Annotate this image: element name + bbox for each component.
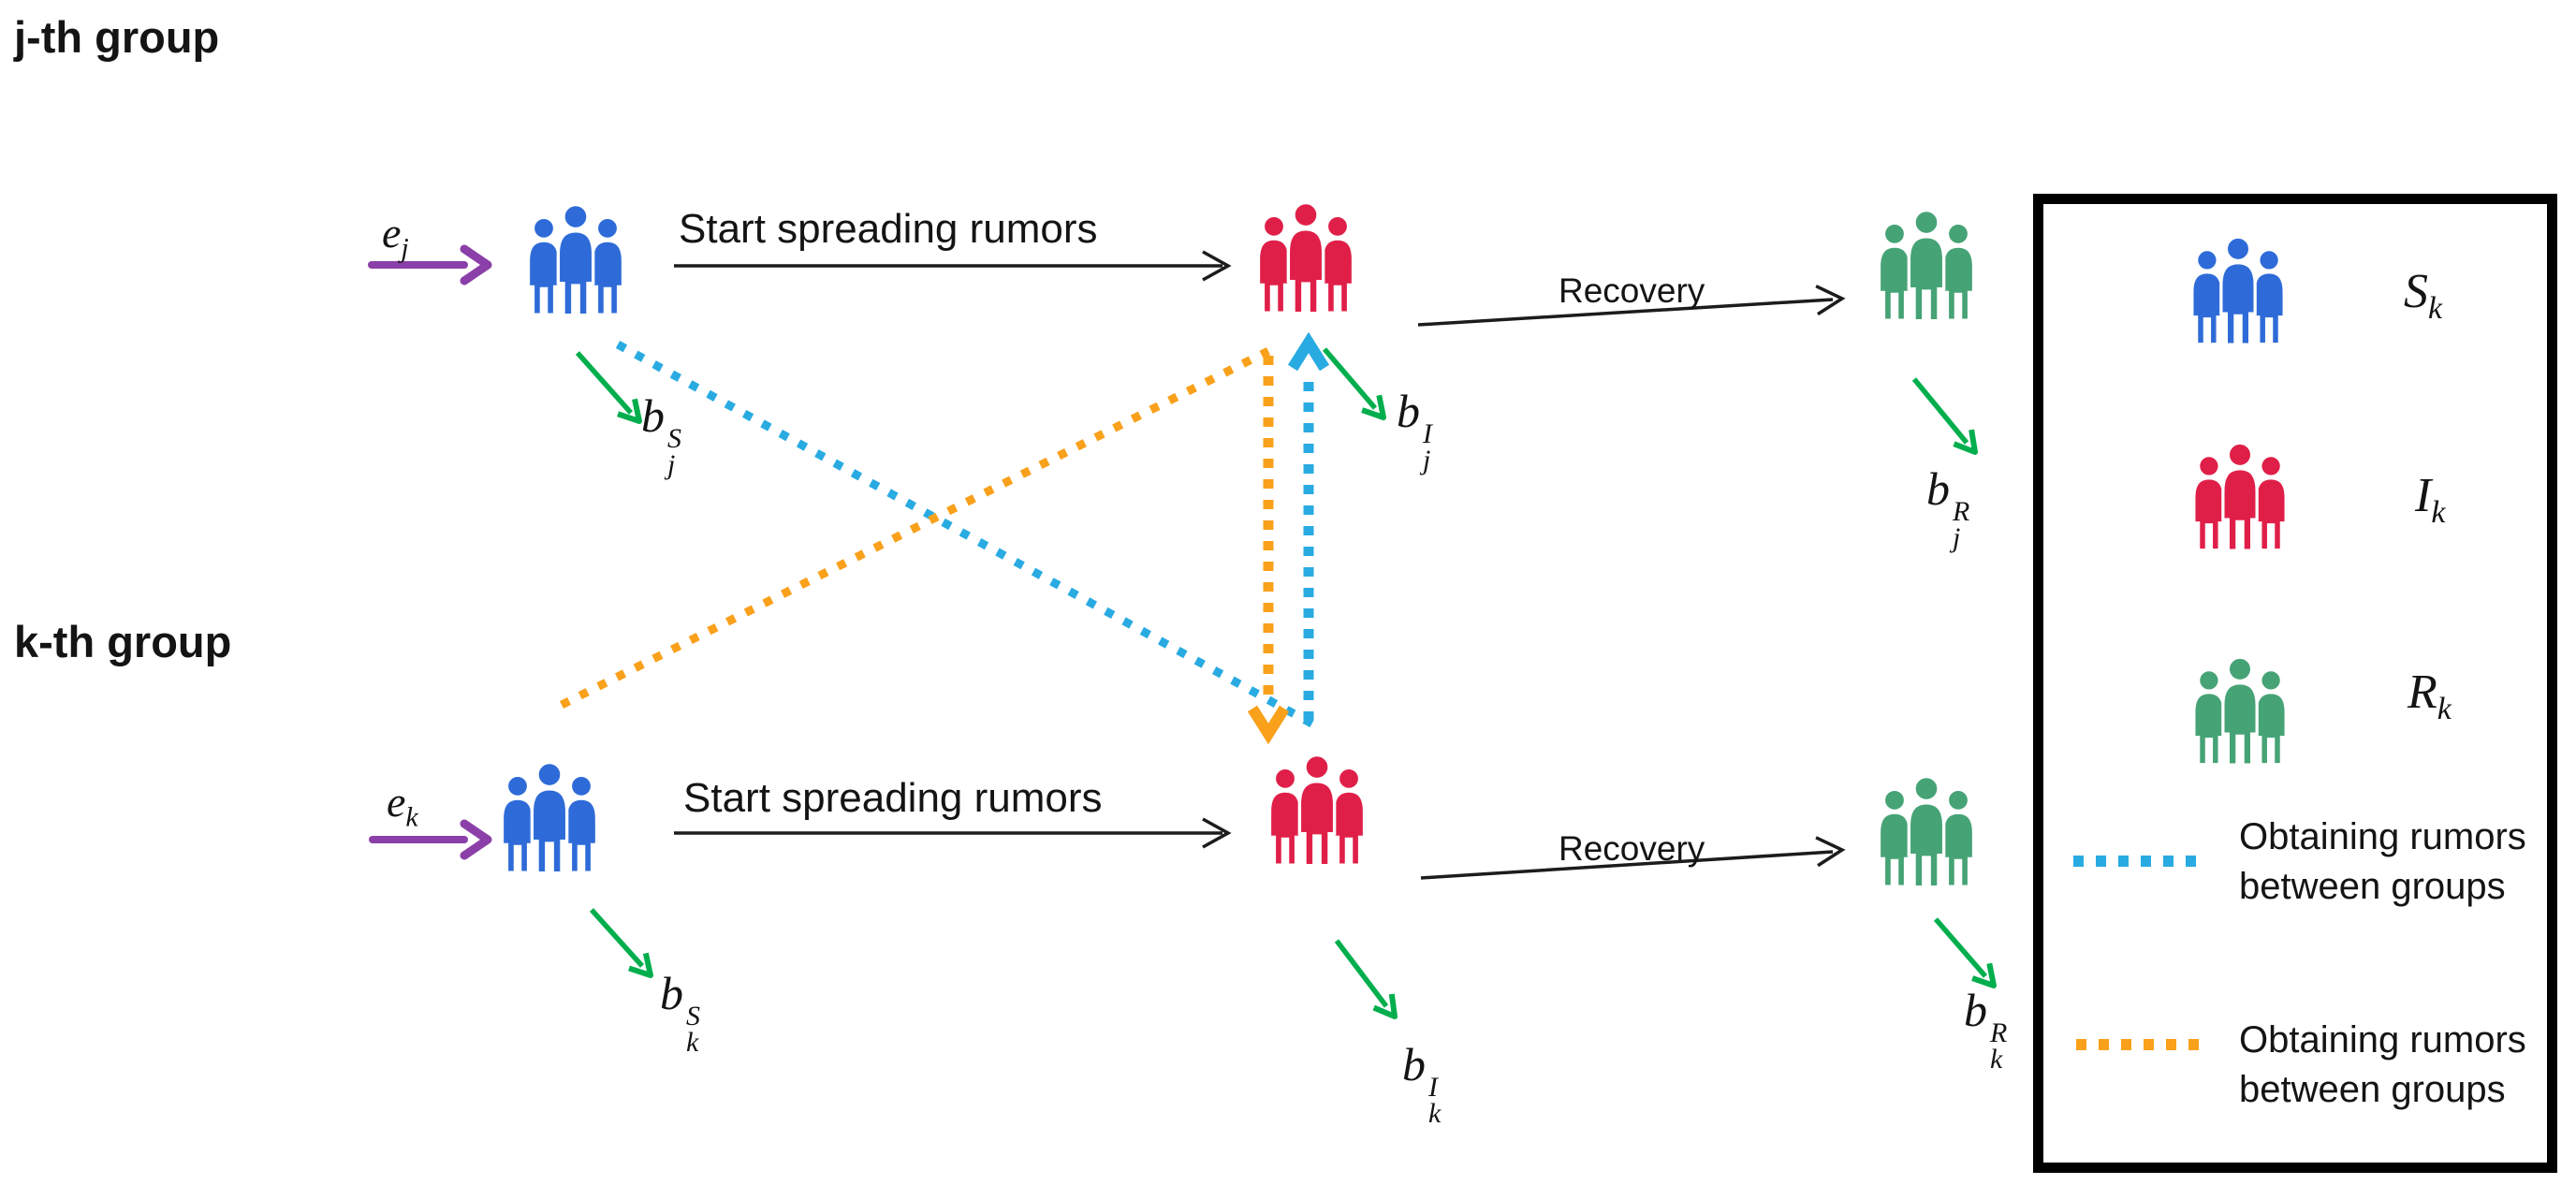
exit-arrow-bjs <box>575 351 642 424</box>
b-sup: I <box>1423 417 1432 449</box>
e-j-sub: j <box>401 232 409 264</box>
exit-arrow-bjr <box>1911 377 1978 455</box>
legend-people-blue-icon <box>2170 227 2306 363</box>
b-sup: R <box>1953 495 1970 527</box>
b-sup: R <box>1990 1017 2008 1048</box>
recovery-label-j: Recovery <box>1559 271 1705 310</box>
cyan-dotted-diagonal <box>615 341 1318 729</box>
start-spreading-arrow-j <box>674 250 1232 282</box>
legend-I-sub: k <box>2431 494 2446 530</box>
recovery-arrow-j <box>1417 285 1846 327</box>
people-group-susceptible-k <box>479 752 620 892</box>
people-group-susceptible-j <box>505 194 646 334</box>
entry-arrow-j <box>368 244 492 285</box>
start-spreading-arrow-k <box>674 817 1232 849</box>
e-j-label: ej <box>382 208 409 265</box>
people-group-recovered-j <box>1856 199 1997 340</box>
legend-orange-text: Obtaining rumors between groups <box>2239 1016 2526 1115</box>
legend-R-label: Rk <box>2408 665 2452 727</box>
b-base: b <box>1397 385 1420 437</box>
b-base: b <box>660 967 683 1019</box>
start-spreading-label-j: Start spreading rumors <box>679 206 1098 252</box>
b-base: b <box>641 389 665 442</box>
legend-cyan-text-line2: between groups <box>2239 866 2506 907</box>
b-base: b <box>1964 984 1987 1036</box>
exit-arrow-bki <box>1334 939 1398 1019</box>
legend-I-base: I <box>2415 469 2432 522</box>
e-j-base: e <box>382 209 402 256</box>
legend-I-label: Ik <box>2415 468 2445 531</box>
b-base: b <box>1926 462 1950 515</box>
group-j-title: j-th group <box>14 12 220 62</box>
e-k-base: e <box>387 778 406 826</box>
legend-cyan-text-line1: Obtaining rumors <box>2239 816 2526 857</box>
people-group-recovered-k <box>1856 766 1997 906</box>
orange-dotted-diagonal <box>559 346 1271 710</box>
b-sub: j <box>1423 445 1431 475</box>
start-spreading-label-k: Start spreading rumors <box>683 775 1103 821</box>
cyan-dotted-vertical-arrow <box>1287 331 1330 721</box>
legend-box <box>2033 194 2557 1173</box>
orange-dotted-vertical-arrow <box>1247 356 1290 745</box>
e-k-label: ek <box>387 777 418 834</box>
b-sup: S <box>686 1000 700 1031</box>
b-sup: S <box>667 422 681 454</box>
exit-arrow-bkr <box>1933 917 1997 988</box>
exit-arrow-bji <box>1322 347 1386 420</box>
legend-S-label: Sk <box>2404 264 2442 327</box>
people-group-infected-k <box>1247 744 1387 885</box>
legend-R-sub: k <box>2437 691 2452 726</box>
b-base: b <box>1402 1038 1426 1090</box>
b-sub: j <box>667 449 676 480</box>
b-sub: j <box>1953 522 1961 553</box>
legend-S-base: S <box>2404 265 2428 318</box>
group-k-title: k-th group <box>14 617 232 666</box>
legend-S-sub: k <box>2428 290 2443 326</box>
legend-orange-text-line2: between groups <box>2239 1069 2506 1110</box>
people-group-infected-j <box>1236 192 1376 332</box>
legend-orange-text-line1: Obtaining rumors <box>2239 1019 2526 1061</box>
exit-arrow-bks <box>589 908 653 978</box>
recovery-arrow-k <box>1420 836 1846 880</box>
b-sup: I <box>1428 1071 1438 1103</box>
b-sub: k <box>686 1027 699 1058</box>
e-k-sub: k <box>405 801 418 833</box>
legend-cyan-text: Obtaining rumors between groups <box>2239 812 2526 912</box>
legend-R-base: R <box>2408 666 2437 719</box>
b-sub: k <box>1428 1098 1442 1129</box>
recovery-label-k: Recovery <box>1559 829 1705 868</box>
entry-arrow-k <box>369 819 492 860</box>
legend-people-green-icon <box>2172 647 2308 783</box>
legend-people-red-icon <box>2172 432 2308 569</box>
b-sub: k <box>1990 1044 2003 1075</box>
